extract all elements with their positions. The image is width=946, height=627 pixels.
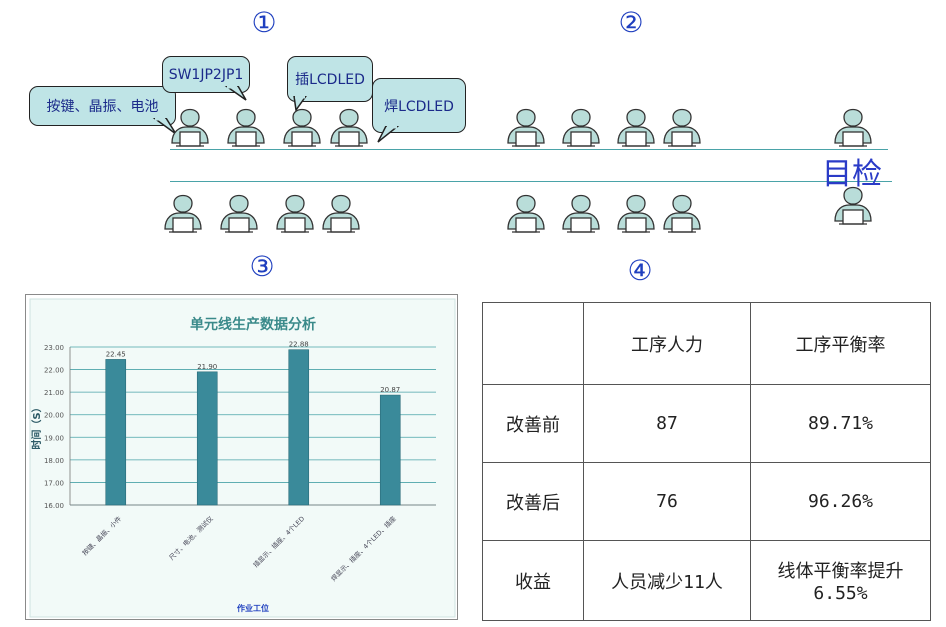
table-cell: 改善前 bbox=[482, 384, 584, 463]
chart-title: 单元线生产数据分析 bbox=[190, 316, 316, 333]
worker-icon bbox=[662, 189, 702, 235]
worker-icon bbox=[506, 189, 546, 235]
worker-icon bbox=[226, 103, 266, 149]
table-cell: 改善后 bbox=[482, 462, 584, 541]
table-cell: 96.26% bbox=[750, 462, 931, 541]
bubble-keys-text: 按键、晶振、电池 bbox=[46, 99, 159, 115]
worker-icon bbox=[561, 103, 601, 149]
bubble-jumper-text: SW1JP2JP1 bbox=[168, 66, 244, 83]
inspection-label: 目检 bbox=[822, 157, 882, 192]
table-header-blank bbox=[482, 302, 584, 385]
chart-y-tick-label: 16.00 bbox=[44, 502, 64, 510]
worker-icon bbox=[321, 189, 361, 235]
table-cell: 线体平衡率提升6.55% bbox=[750, 540, 931, 621]
chart-data-label: 22.45 bbox=[106, 350, 126, 358]
chart-bar bbox=[196, 371, 218, 506]
chart-y-tick-label: 23.00 bbox=[44, 344, 64, 352]
chart-data-label: 20.87 bbox=[380, 386, 400, 394]
worker-icon bbox=[506, 103, 546, 149]
table-cell: 人员减少11人 bbox=[583, 540, 751, 621]
bubble-jumper-tail bbox=[224, 86, 247, 101]
section-number-4: ④ bbox=[627, 254, 653, 287]
section-number-3: ③ bbox=[249, 250, 275, 283]
bubble-solder-lcd: 焊LCDLED bbox=[372, 78, 466, 133]
bubble-insert-lcd: 插LCDLED bbox=[287, 56, 373, 102]
worker-icon bbox=[662, 103, 702, 149]
worker-icon bbox=[329, 103, 369, 149]
chart-data-label: 22.88 bbox=[289, 341, 309, 349]
chart-y-axis-label: 时间（S） bbox=[30, 402, 43, 449]
section-number-2: ② bbox=[618, 6, 644, 39]
bar-chart: 单元线生产数据分析 16.00 17.00 18.00 19.00 20.00 21.00 2… bbox=[29, 298, 456, 618]
worker-icon bbox=[219, 189, 259, 235]
chart-y-tick-label: 18.00 bbox=[44, 457, 64, 465]
chart-bar bbox=[288, 349, 310, 506]
chart-y-tick-label: 20.00 bbox=[44, 412, 64, 420]
bubble-insert-lcd-text: 插LCDLED bbox=[295, 72, 365, 88]
table-row: 收益 人员减少11人 线体平衡率提升6.55% bbox=[482, 540, 931, 621]
bubble-insert-lcd-tail bbox=[293, 96, 307, 112]
chart-y-tick-label: 17.00 bbox=[44, 479, 64, 487]
upper-line-rail bbox=[170, 149, 888, 150]
bubble-solder-lcd-tail bbox=[377, 126, 400, 143]
worker-icon bbox=[163, 189, 203, 235]
bubble-keys-tail bbox=[152, 118, 177, 135]
bar-chart-panel: 单元线生产数据分析 16.00 17.00 18.00 19.00 20.00 21.00 2… bbox=[25, 294, 458, 620]
worker-icon bbox=[616, 189, 656, 235]
chart-y-tick-label: 21.00 bbox=[44, 389, 64, 397]
bubble-keys: 按键、晶振、电池 bbox=[29, 86, 176, 126]
table-cell: 收益 bbox=[482, 540, 584, 621]
table-header-balance: 工序平衡率 bbox=[750, 302, 931, 385]
worker-icon bbox=[275, 189, 315, 235]
worker-icon bbox=[833, 103, 873, 149]
worker-icon bbox=[282, 103, 322, 149]
lower-line-rail bbox=[170, 181, 892, 182]
bubble-solder-lcd-text: 焊LCDLED bbox=[384, 98, 454, 115]
worker-icon bbox=[616, 103, 656, 149]
section-number-1: ① bbox=[251, 6, 277, 39]
chart-y-tick-label: 22.00 bbox=[44, 367, 64, 375]
chart-y-tick-label: 19.00 bbox=[44, 434, 64, 442]
chart-bar bbox=[379, 394, 401, 506]
table-cell: 89.71% bbox=[750, 384, 931, 463]
chart-x-axis-label: 作业工位 bbox=[237, 603, 269, 613]
worker-icon bbox=[833, 181, 873, 227]
worker-icon bbox=[170, 103, 210, 149]
table-row: 改善前 87 89.71% bbox=[482, 384, 931, 463]
table-row: 改善后 76 96.26% bbox=[482, 462, 931, 541]
table-cell: 76 bbox=[583, 462, 751, 541]
worker-icon bbox=[561, 189, 601, 235]
table-header-manpower: 工序人力 bbox=[583, 302, 751, 385]
table-header-row: 工序人力 工序平衡率 bbox=[482, 302, 931, 385]
improvement-table: 工序人力 工序平衡率 改善前 87 89.71% 改善后 76 96.26% 收… bbox=[482, 302, 931, 621]
chart-data-label: 21.90 bbox=[197, 363, 217, 371]
table-cell: 87 bbox=[583, 384, 751, 463]
chart-bar bbox=[105, 359, 127, 506]
